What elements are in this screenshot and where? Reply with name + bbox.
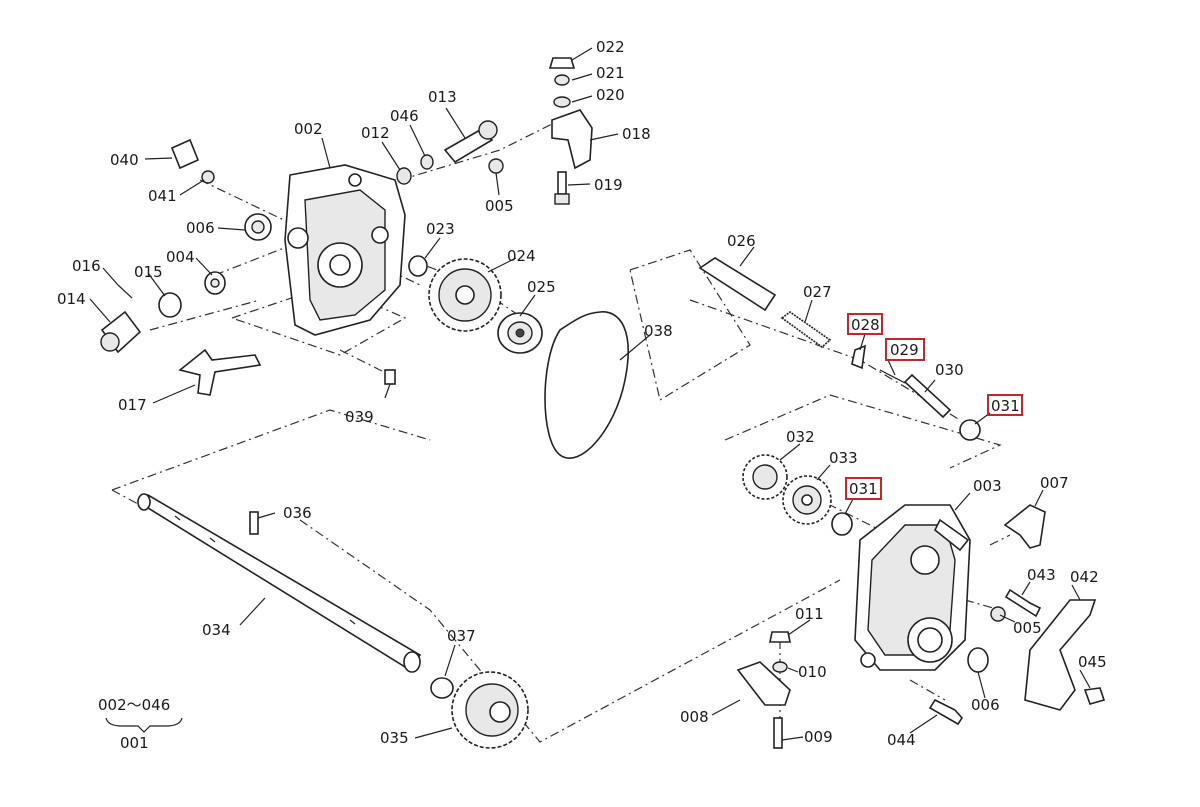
highlight-box-028	[847, 313, 883, 335]
label-003: 003	[973, 477, 1002, 495]
label-031-upper: 031	[991, 397, 1020, 415]
small-parts	[100, 57, 1106, 749]
gear-024	[428, 258, 502, 332]
label-022: 022	[596, 38, 625, 56]
label-035: 035	[380, 729, 409, 747]
label-036: 036	[283, 504, 312, 522]
gear-035	[451, 671, 529, 749]
label-024: 024	[507, 247, 536, 265]
label-027: 027	[803, 283, 832, 301]
label-042: 042	[1070, 568, 1099, 586]
label-032: 032	[786, 428, 815, 446]
label-002: 002	[294, 120, 323, 138]
highlight-box-031-upper	[987, 394, 1023, 416]
gear-033	[782, 475, 832, 525]
label-028: 028	[851, 316, 880, 334]
label-014: 014	[57, 290, 86, 308]
label-010: 010	[798, 663, 827, 681]
label-045: 045	[1078, 653, 1107, 671]
label-009: 009	[804, 728, 833, 746]
label-015: 015	[134, 263, 163, 281]
label-012: 012	[361, 124, 390, 142]
label-013: 013	[428, 88, 457, 106]
label-023: 023	[426, 220, 455, 238]
part-labels: 040 041 006 016 004 015 014 017 002 012 …	[57, 38, 1107, 752]
label-030: 030	[935, 361, 964, 379]
shaft-034	[137, 493, 422, 673]
label-005-right: 005	[1013, 619, 1042, 637]
label-002-046-range: 002～046	[98, 696, 170, 714]
leader-lines	[89, 47, 1091, 741]
label-044: 044	[887, 731, 916, 749]
highlight-box-031-lower	[845, 477, 882, 500]
label-006: 006	[186, 219, 215, 237]
label-040: 040	[110, 151, 139, 169]
pulley-025	[497, 312, 543, 354]
label-026: 026	[727, 232, 756, 250]
label-029: 029	[890, 341, 919, 359]
label-018: 018	[622, 125, 651, 143]
label-037: 037	[447, 627, 476, 645]
label-006-right: 006	[971, 696, 1000, 714]
label-046: 046	[390, 107, 419, 125]
label-005: 005	[485, 197, 514, 215]
highlight-box-029	[885, 338, 925, 361]
label-041: 041	[148, 187, 177, 205]
label-011: 011	[795, 605, 824, 623]
label-043: 043	[1027, 566, 1056, 584]
label-034: 034	[202, 621, 231, 639]
highlight-boxes	[845, 313, 1023, 500]
label-019: 019	[594, 176, 623, 194]
label-016: 016	[72, 257, 101, 275]
label-017: 017	[118, 396, 147, 414]
label-025: 025	[527, 278, 556, 296]
housing-002	[284, 164, 406, 336]
label-033: 033	[829, 449, 858, 467]
label-038: 038	[644, 322, 673, 340]
label-039: 039	[345, 408, 374, 426]
label-008: 008	[680, 708, 709, 726]
label-001: 001	[120, 734, 149, 752]
housing-003	[854, 504, 971, 671]
gear-032	[742, 454, 788, 500]
label-031-lower: 031	[849, 480, 878, 498]
label-007: 007	[1040, 474, 1069, 492]
label-021: 021	[596, 64, 625, 82]
belt-038	[544, 311, 629, 459]
label-020: 020	[596, 86, 625, 104]
label-004: 004	[166, 248, 195, 266]
